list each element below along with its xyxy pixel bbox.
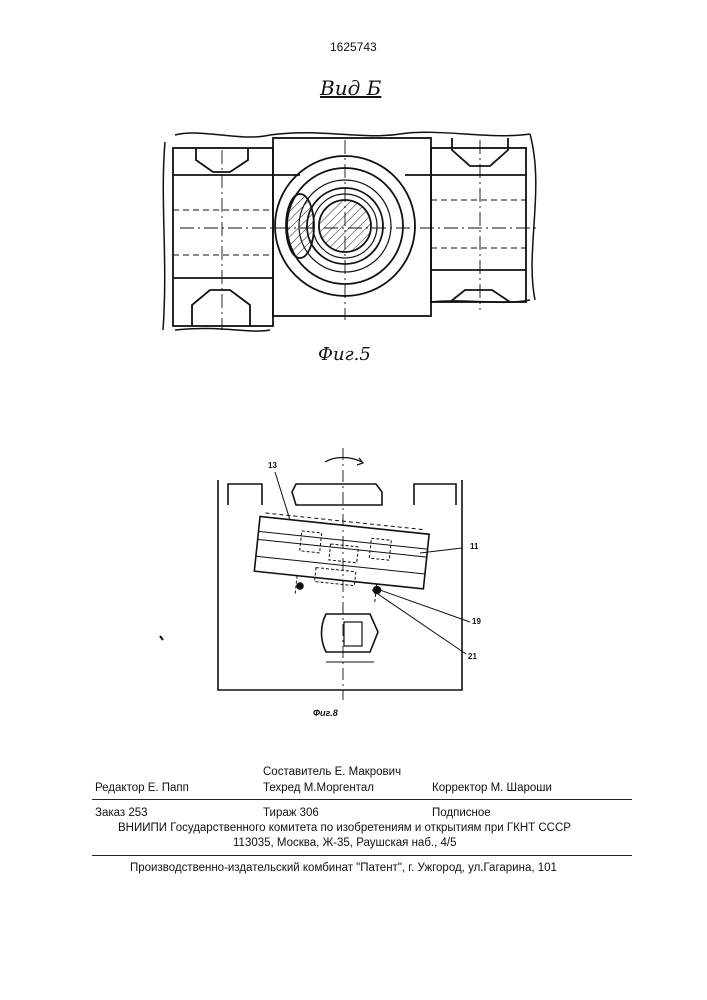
- part-label-19: 19: [472, 617, 481, 626]
- part-label-13: 13: [268, 461, 277, 470]
- order-line: Заказ 253: [95, 807, 148, 819]
- figure-8-caption: Фиг.8: [313, 708, 338, 718]
- subscription-line: Подписное: [432, 807, 491, 819]
- techred-line: Техред М.Моргентал: [263, 782, 374, 794]
- address-line: 113035, Москва, Ж-35, Раушская наб., 4/5: [233, 837, 456, 849]
- part-label-11: 11: [470, 542, 478, 551]
- publisher-line: Производственно-издательский комбинат "П…: [130, 862, 557, 874]
- part-label-21: 21: [468, 652, 477, 661]
- compiler-line: Составитель Е. Макрович: [263, 766, 401, 778]
- divider-top: [92, 799, 632, 800]
- figure-5-drawing: [163, 132, 540, 331]
- figure-8-drawing: [160, 448, 470, 700]
- circulation-line: Тираж 306: [263, 807, 319, 819]
- figure-5-caption: Фиг.5: [318, 344, 371, 365]
- corrector-line: Корректор М. Шароши: [432, 782, 552, 794]
- divider-bottom: [92, 855, 632, 856]
- editor-line: Редактор Е. Папп: [95, 782, 189, 794]
- vniipi-line: ВНИИПИ Государственного комитета по изоб…: [118, 822, 571, 834]
